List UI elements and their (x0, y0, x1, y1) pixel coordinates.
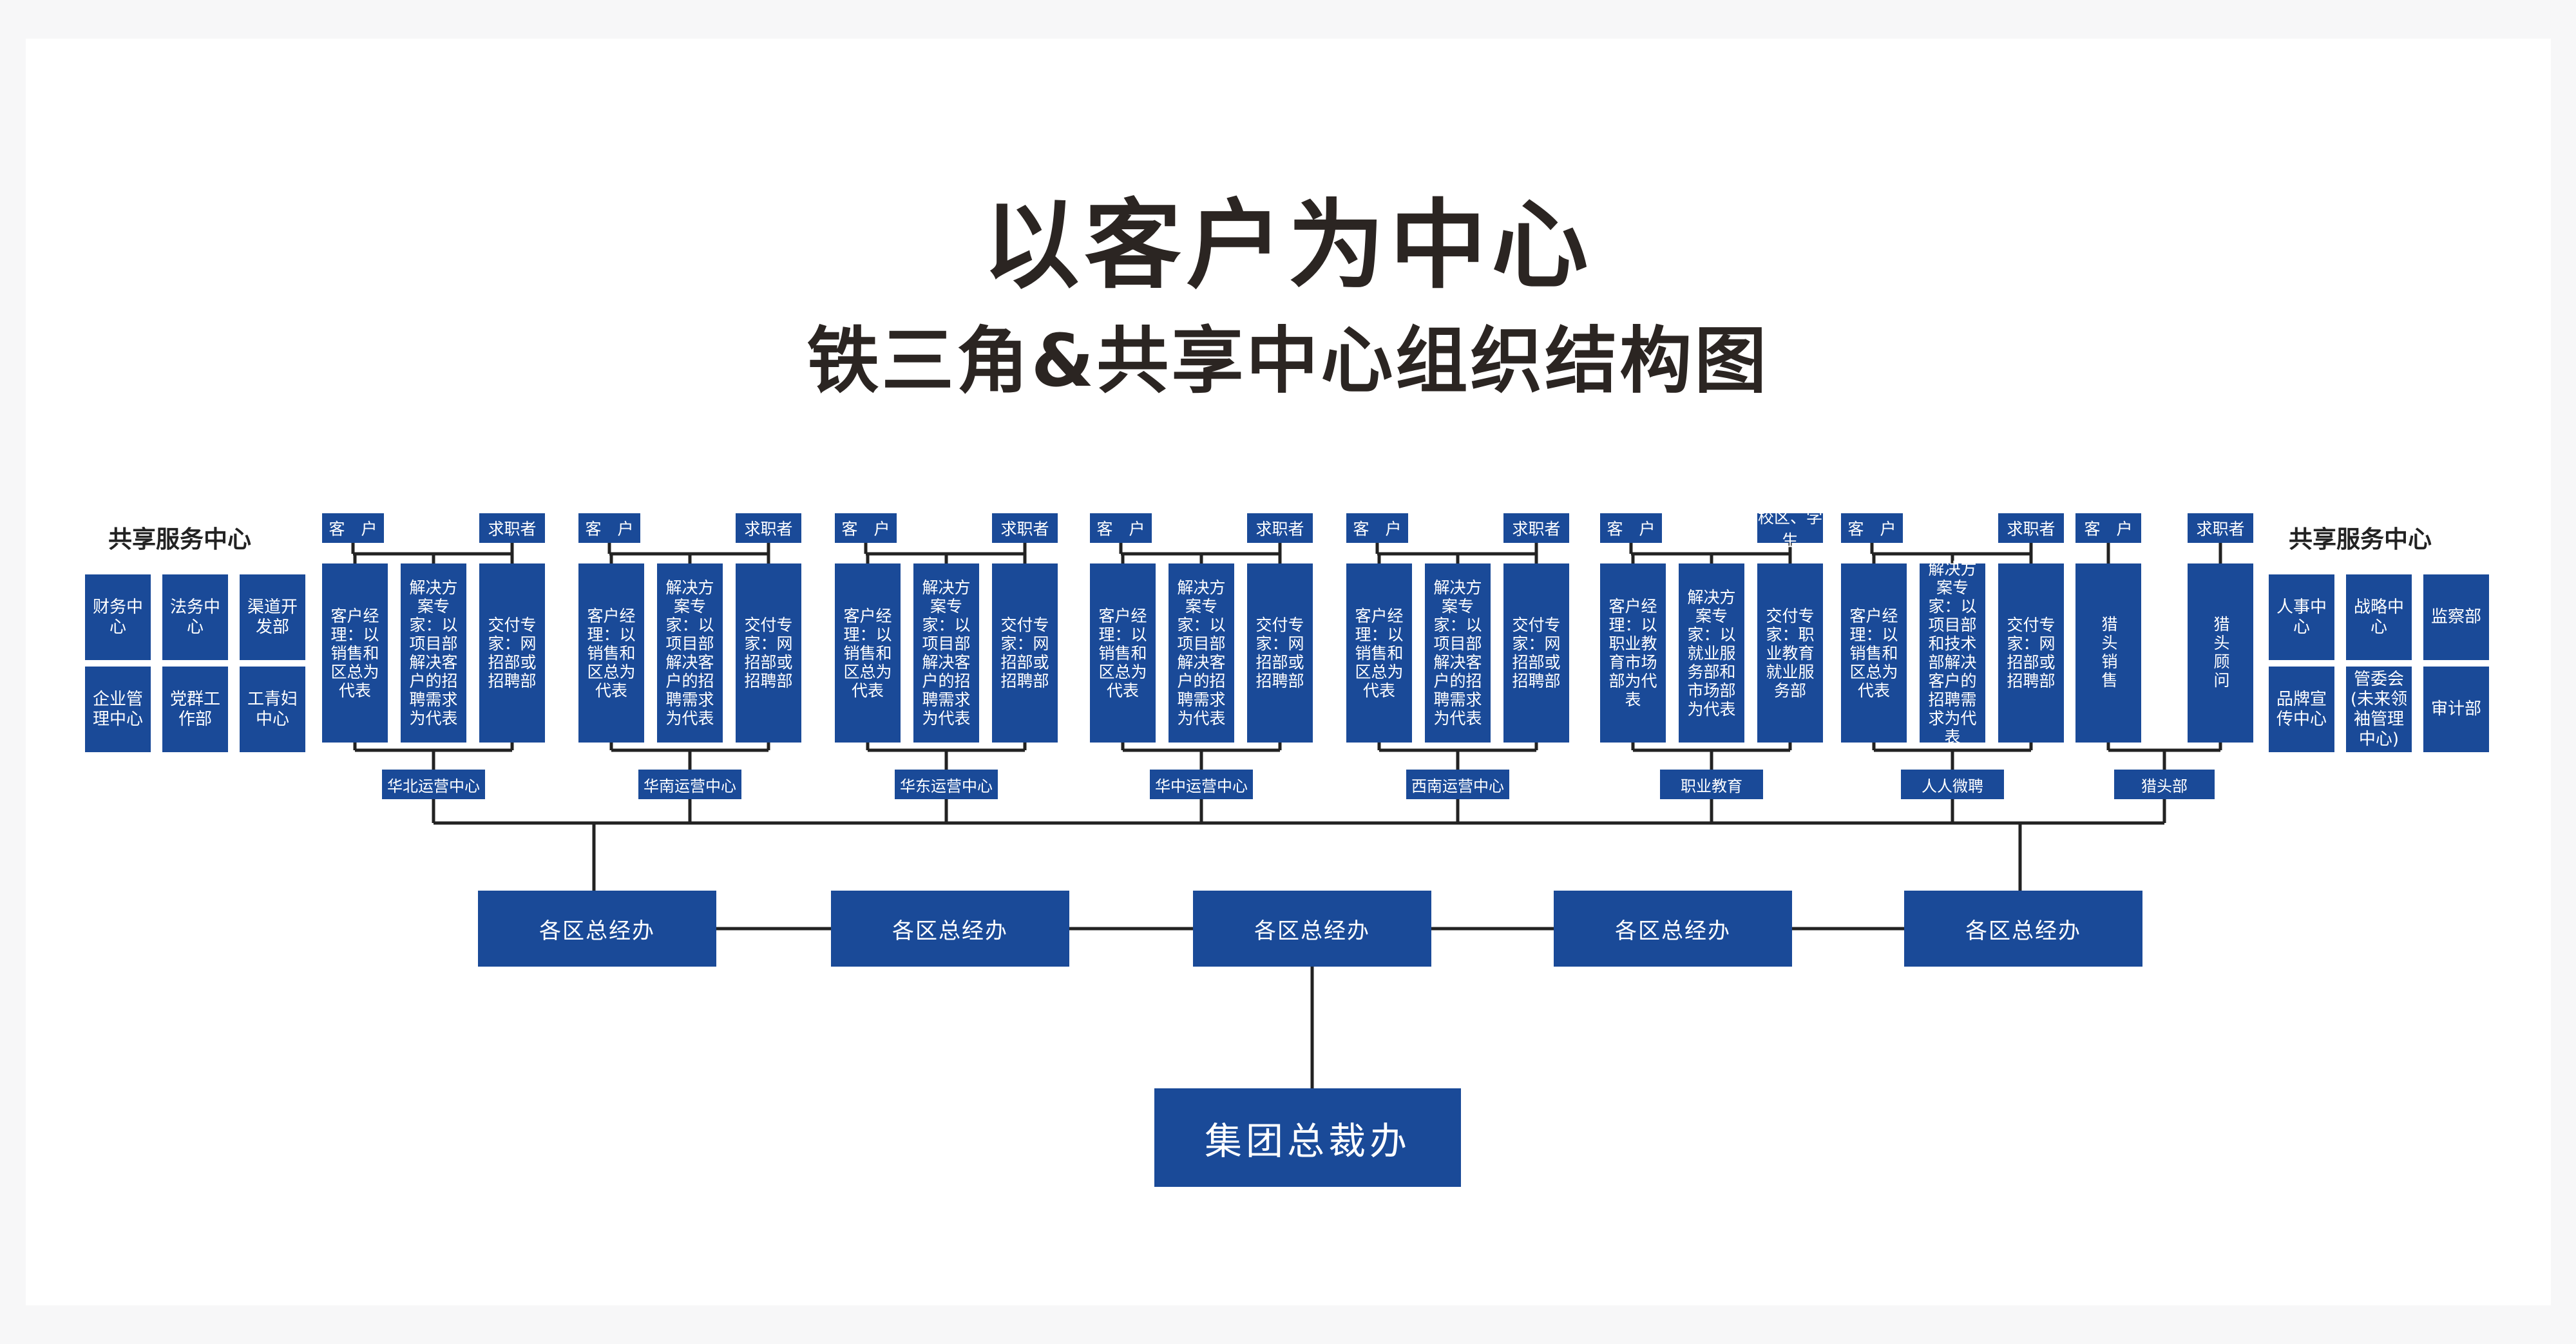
customer-tag: 客 户 (1600, 513, 1662, 543)
account-manager-box: 客户经理：以销售和区总为代表 (578, 563, 644, 743)
customer-tag: 客 户 (2075, 513, 2141, 543)
solution-expert-box: 解决方案专家：以就业服务部和市场部为代表 (1679, 563, 1744, 743)
operation-center-box: 职业教育 (1660, 770, 1763, 799)
left-shared-center-item: 财务中心 (85, 574, 151, 660)
delivery-expert-box: 交付专家：职业教育就业服务部 (1757, 563, 1823, 743)
solution-expert-box: 解决方案专家：以项目部解决客户的招聘需求为代表 (913, 563, 979, 743)
account-manager-box: 客户经理：以销售和区总为代表 (835, 563, 901, 743)
regional-office-box: 各区总经办 (1193, 891, 1431, 967)
headhunter-consultant-box-label: 猎头顾问 (2211, 616, 2230, 690)
right-shared-center-item: 监察部 (2423, 574, 2489, 660)
left-shared-center-item: 工青妇中心 (240, 667, 305, 752)
right-shared-center-item: 审计部 (2423, 667, 2489, 752)
operation-center-box: 西南运营中心 (1406, 770, 1509, 799)
regional-office-box: 各区总经办 (1904, 891, 2142, 967)
left-shared-center-item: 法务中心 (162, 574, 228, 660)
operation-center-box: 华南运营中心 (638, 770, 741, 799)
right-shared-center-title: 共享服务中心 (2289, 525, 2432, 553)
account-manager-box: 客户经理：以销售和区总为代表 (1346, 563, 1412, 743)
candidate-tag: 求职者 (2188, 513, 2253, 543)
account-manager-box: 客户经理：以销售和区总为代表 (322, 563, 388, 743)
candidate-tag: 求职者 (992, 513, 1058, 543)
left-shared-center-item: 渠道开发部 (240, 574, 305, 660)
customer-tag: 客 户 (1841, 513, 1903, 543)
customer-tag: 客 户 (322, 513, 384, 543)
delivery-expert-box: 交付专家：网招部或招聘部 (479, 563, 545, 743)
account-manager-box: 客户经理：以职业教育市场部为代表 (1600, 563, 1666, 743)
account-manager-box: 客户经理：以销售和区总为代表 (1841, 563, 1907, 743)
candidate-tag: 求职者 (479, 513, 545, 543)
operation-center-box: 华中运营中心 (1150, 770, 1253, 799)
right-shared-center-item: 品牌宣传中心 (2269, 667, 2334, 752)
delivery-expert-box: 交付专家：网招部或招聘部 (736, 563, 801, 743)
candidate-tag: 求职者 (736, 513, 801, 543)
operation-center-box: 人人微聘 (1901, 770, 2004, 799)
customer-tag: 客 户 (578, 513, 640, 543)
regional-office-box: 各区总经办 (1554, 891, 1792, 967)
customer-tag: 客 户 (835, 513, 897, 543)
candidate-tag: 求职者 (1998, 513, 2064, 543)
operation-center-box: 华北运营中心 (382, 770, 485, 799)
left-shared-center-item: 企业管理中心 (85, 667, 151, 752)
candidate-tag: 求职者 (1247, 513, 1313, 543)
delivery-expert-box: 交付专家：网招部或招聘部 (1998, 563, 2064, 743)
headhunter-dept-box: 猎头部 (2114, 770, 2215, 799)
delivery-expert-box: 交付专家：网招部或招聘部 (992, 563, 1058, 743)
solution-expert-box: 解决方案专家：以项目部解决客户的招聘需求为代表 (1169, 563, 1234, 743)
operation-center-box: 华东运营中心 (895, 770, 998, 799)
customer-tag: 客 户 (1346, 513, 1408, 543)
sub-title: 铁三角&共享中心组织结构图 (806, 319, 1770, 403)
candidate-tag: 校区、学生 (1757, 508, 1823, 550)
regional-office-box: 各区总经办 (478, 891, 716, 967)
left-shared-center-item: 党群工作部 (162, 667, 228, 752)
delivery-expert-box: 交付专家：网招部或招聘部 (1503, 563, 1569, 743)
right-shared-center-item: 人事中心 (2269, 574, 2334, 660)
right-shared-center-item: 战略中心 (2346, 574, 2412, 660)
candidate-tag: 求职者 (1503, 513, 1569, 543)
right-shared-center-item: 管委会(未来领袖管理中心) (2346, 667, 2412, 752)
customer-tag: 客 户 (1090, 513, 1152, 543)
solution-expert-box: 解决方案专家：以项目部和技术部解决客户的招聘需求为代表 (1920, 560, 1985, 746)
account-manager-box: 客户经理：以销售和区总为代表 (1090, 563, 1156, 743)
regional-office-box: 各区总经办 (831, 891, 1069, 967)
headhunter-sales-box-label: 猎头销售 (2099, 616, 2118, 690)
main-title: 以客户为中心 (982, 190, 1594, 302)
solution-expert-box: 解决方案专家：以项目部解决客户的招聘需求为代表 (657, 563, 723, 743)
president-office-box: 集团总裁办 (1154, 1088, 1461, 1187)
delivery-expert-box: 交付专家：网招部或招聘部 (1247, 563, 1313, 743)
headhunter-consultant-box: 猎头顾问 (2188, 563, 2253, 743)
solution-expert-box: 解决方案专家：以项目部解决客户的招聘需求为代表 (1425, 563, 1491, 743)
solution-expert-box: 解决方案专家：以项目部解决客户的招聘需求为代表 (401, 563, 466, 743)
left-shared-center-title: 共享服务中心 (108, 525, 251, 553)
headhunter-sales-box: 猎头销售 (2075, 563, 2141, 743)
